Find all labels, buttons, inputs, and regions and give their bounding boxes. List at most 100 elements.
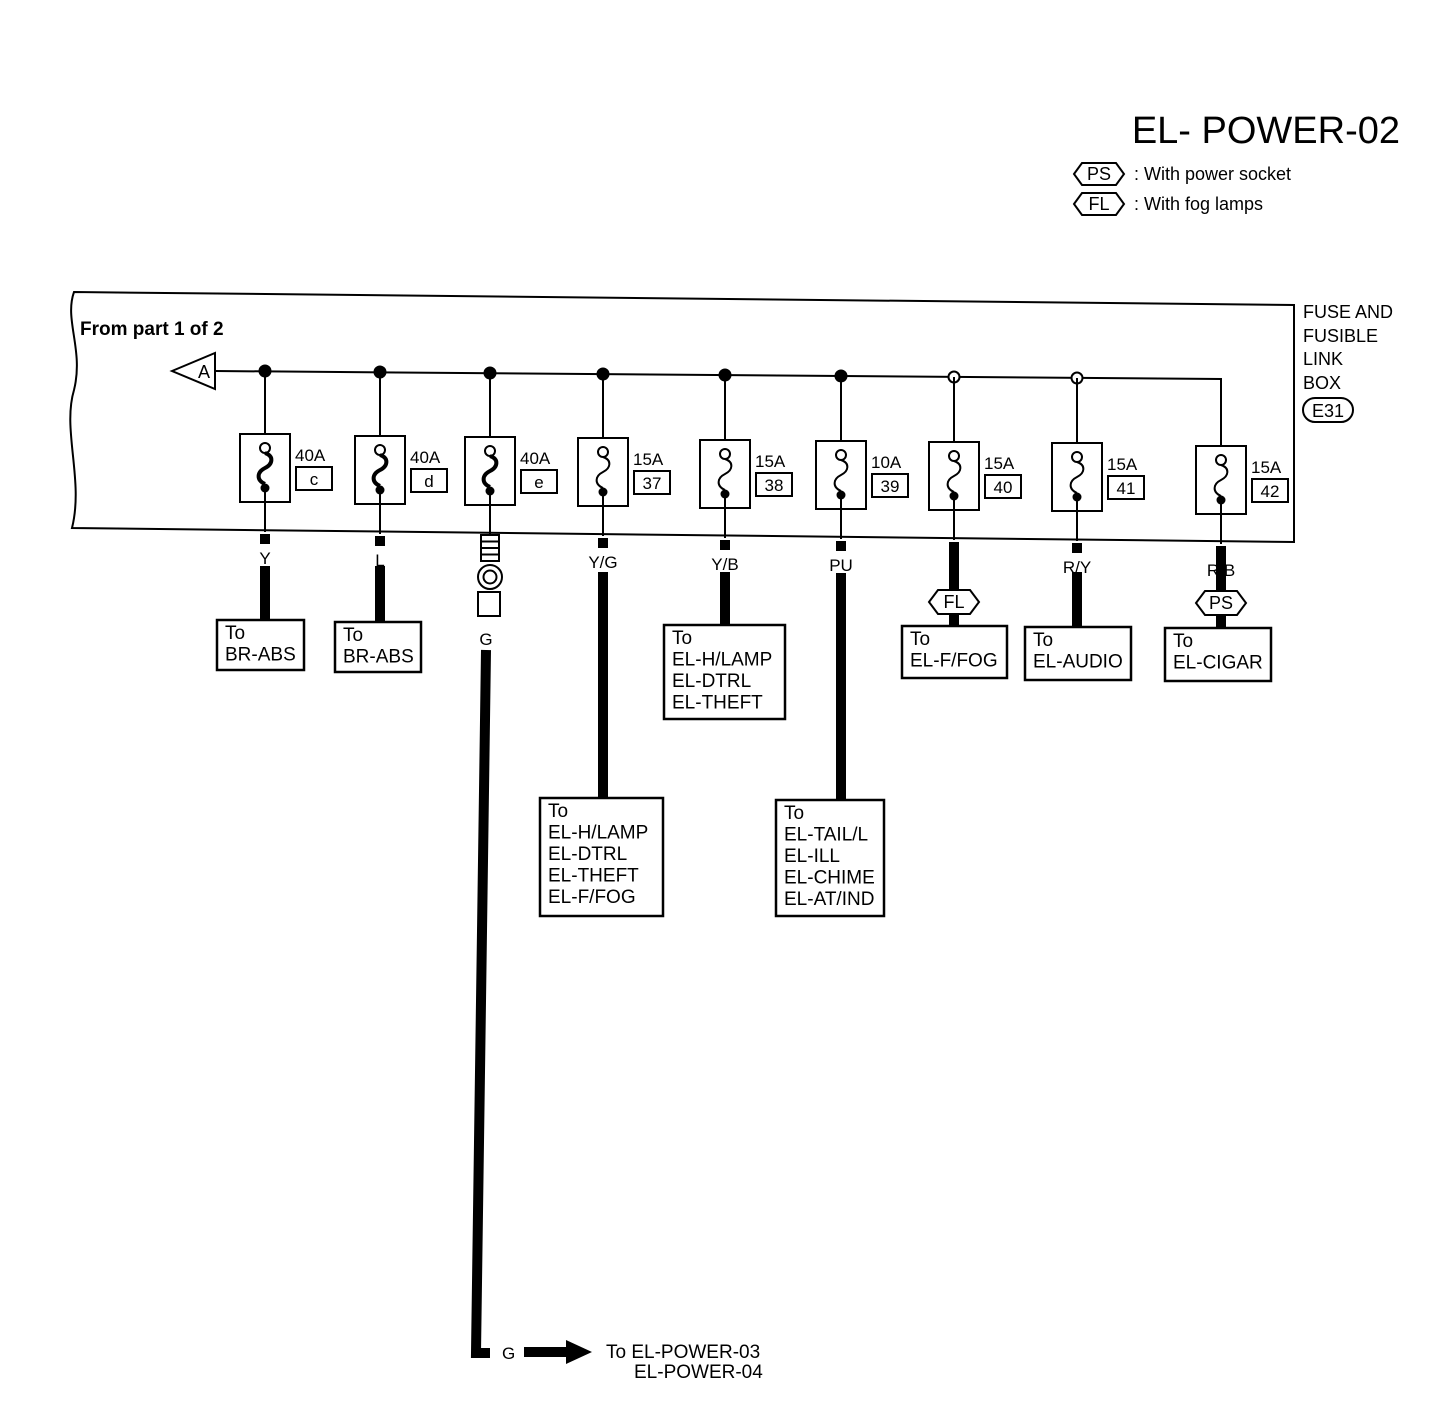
fuse-id-tag bbox=[633, 470, 671, 495]
fuse-id: 41 bbox=[1117, 479, 1136, 498]
ground-run-dest-line: EL-POWER-04 bbox=[634, 1362, 763, 1383]
fuse-id: 42 bbox=[1261, 482, 1280, 501]
fuse-element bbox=[833, 459, 849, 492]
fuse-id: 37 bbox=[643, 474, 662, 493]
destination-box bbox=[900, 624, 1009, 680]
fuse-box-outline bbox=[69, 290, 1295, 544]
legend-fl-code: FL bbox=[1088, 194, 1109, 214]
destination-line: To bbox=[672, 628, 692, 649]
destination-line: To bbox=[910, 629, 930, 650]
destination-line: To bbox=[548, 801, 568, 822]
ground-loop-inner bbox=[482, 569, 498, 585]
destination-box bbox=[333, 620, 423, 674]
fuses-layer: 40AcYToBR-ABS40AdLToBR-ABS40AeG15A37Y/GT… bbox=[215, 364, 1289, 918]
destination-line: EL-AUDIO bbox=[1033, 652, 1123, 673]
wire-color-code: Y/G bbox=[588, 553, 617, 572]
legend-fl-symbol bbox=[1072, 192, 1126, 216]
source-label: From part 1 of 2 bbox=[80, 319, 224, 340]
connector-e31-symbol bbox=[1302, 397, 1354, 423]
legend-ps-code: PS bbox=[1087, 164, 1111, 184]
destination-line: EL-F/FOG bbox=[548, 887, 636, 908]
fuse-element bbox=[481, 454, 499, 489]
destination-line: To bbox=[1033, 630, 1053, 651]
fuse-rating: 15A bbox=[1107, 455, 1138, 474]
fuse-id: 40 bbox=[994, 478, 1013, 497]
fuse-element bbox=[371, 453, 389, 488]
fuse-id: c bbox=[310, 470, 319, 489]
wire-color-code: Y bbox=[259, 549, 270, 568]
fuse-rating: 15A bbox=[1251, 458, 1282, 477]
destination-line: EL-DTRL bbox=[548, 844, 627, 865]
destination-line: EL-THEFT bbox=[548, 866, 639, 887]
fuse-terminal-top bbox=[259, 442, 271, 454]
fuse-terminal-top bbox=[948, 450, 960, 462]
connector-a-label: A bbox=[198, 362, 210, 382]
option-code: FL bbox=[943, 592, 964, 612]
fuse-rating: 15A bbox=[633, 450, 664, 469]
destination-line: To bbox=[225, 623, 245, 644]
destination-line: To bbox=[343, 625, 363, 646]
fuse-id: 38 bbox=[765, 476, 784, 495]
harness-connector bbox=[836, 541, 846, 551]
option-ps-symbol bbox=[1194, 590, 1248, 616]
fuse-id: 39 bbox=[881, 477, 900, 496]
fuse-rating: 15A bbox=[755, 452, 786, 471]
destination-line: EL-AT/IND bbox=[784, 889, 874, 910]
fuse-id: d bbox=[424, 472, 433, 491]
fuse-element bbox=[256, 451, 274, 486]
fuse-id: e bbox=[534, 473, 543, 492]
wire-color-code: G bbox=[479, 630, 492, 649]
fuse-element bbox=[717, 458, 733, 491]
destination-line: To bbox=[1173, 631, 1193, 652]
fuse-terminal-top bbox=[1071, 451, 1083, 463]
fuse-terminal-top bbox=[484, 445, 496, 457]
harness-connector bbox=[375, 536, 385, 546]
wire-color-code: PU bbox=[829, 556, 853, 575]
diagram-title: EL- POWER-02 bbox=[1132, 110, 1400, 152]
fuse-id-tag bbox=[410, 468, 448, 493]
legend-ps-text: : With power socket bbox=[1134, 164, 1291, 184]
fuse-rating: 40A bbox=[520, 449, 551, 468]
fuse-rating: 10A bbox=[871, 453, 902, 472]
fuse-id-tag bbox=[755, 472, 793, 497]
harness-connector bbox=[1072, 543, 1082, 553]
ground-run-dest-line: To EL-POWER-03 bbox=[606, 1342, 760, 1363]
fuse-terminal-top bbox=[597, 446, 609, 458]
harness-connector bbox=[598, 538, 608, 548]
harness-connector bbox=[949, 542, 959, 552]
wire-color-code: Y/B bbox=[711, 555, 738, 574]
destination-line: EL-ILL bbox=[784, 846, 840, 867]
destination-box bbox=[215, 618, 306, 672]
fuse-element bbox=[595, 456, 611, 489]
ground-run: G To EL-POWER-03 EL-POWER-04 bbox=[470, 649, 763, 1383]
fuse-rating: 40A bbox=[410, 448, 441, 467]
destination-line: BR-ABS bbox=[343, 647, 414, 668]
fuse-rating: 15A bbox=[984, 454, 1015, 473]
wire-color-code: R/Y bbox=[1063, 558, 1091, 577]
destination-line: EL-F/FOG bbox=[910, 651, 998, 672]
destination-line: BR-ABS bbox=[225, 645, 296, 666]
connector-e31-label: E31 bbox=[1312, 401, 1344, 421]
legend-fl-text: : With fog lamps bbox=[1134, 194, 1263, 214]
fuse-id-tag bbox=[1107, 475, 1145, 500]
fuse-id-tag bbox=[520, 469, 558, 494]
destination-line: EL-DTRL bbox=[672, 671, 751, 692]
destination-line: EL-H/LAMP bbox=[672, 650, 772, 671]
fuse-id-tag bbox=[984, 474, 1022, 499]
legend-ps-symbol bbox=[1072, 162, 1126, 186]
wire-color-code: L bbox=[375, 551, 384, 570]
fuse-element bbox=[946, 460, 962, 493]
fuse-element bbox=[1069, 461, 1085, 494]
fuse-id-tag bbox=[295, 466, 333, 491]
destination-box bbox=[774, 798, 886, 918]
harness-connector bbox=[720, 540, 730, 550]
fuse-terminal-top bbox=[719, 448, 731, 460]
fuse-box-label-line: LINK bbox=[1303, 349, 1343, 369]
fuse-rating: 40A bbox=[295, 446, 326, 465]
destination-box bbox=[1023, 625, 1133, 682]
destination-line: EL-CIGAR bbox=[1173, 653, 1263, 674]
destination-line: EL-THEFT bbox=[672, 693, 763, 714]
destination-line: To bbox=[784, 803, 804, 824]
option-fl-symbol bbox=[927, 589, 981, 615]
